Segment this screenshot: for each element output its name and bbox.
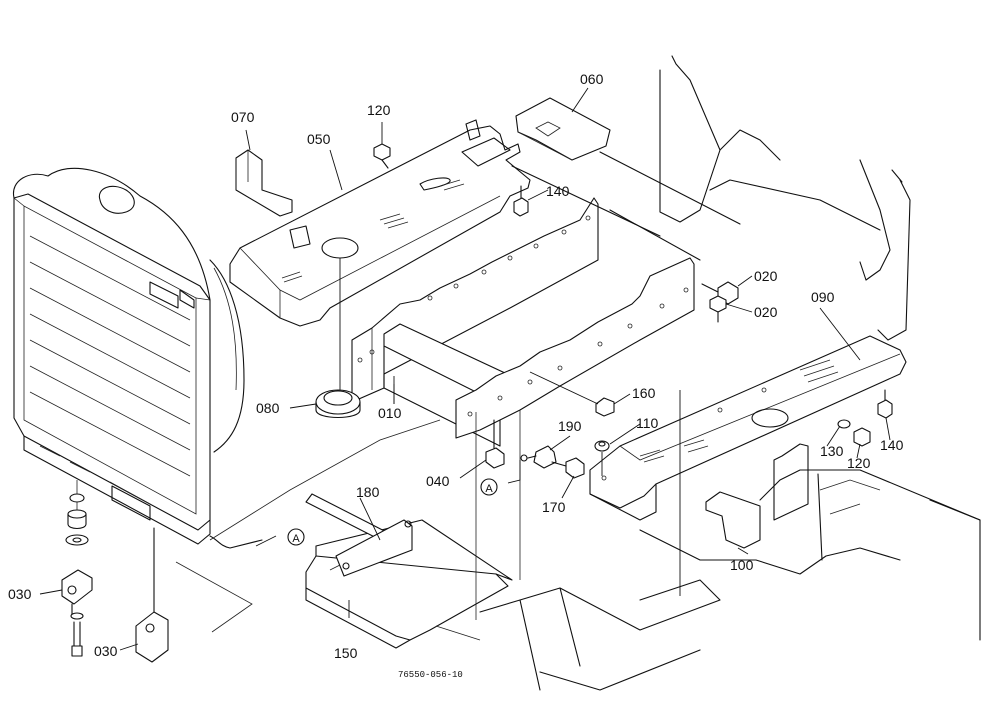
- callout-190: 190: [558, 418, 582, 434]
- callout-030-b: 030: [94, 643, 118, 659]
- pad-070: [235, 149, 293, 217]
- drawing-number: 76550-056-10: [398, 670, 463, 680]
- reference-a-upper: A: [480, 478, 498, 496]
- bolt-160: [529, 371, 615, 417]
- callout-110: 110: [636, 415, 659, 431]
- callout-150: 150: [334, 645, 358, 661]
- reference-a-upper-label: A: [485, 483, 493, 495]
- callout-180: 180: [356, 484, 380, 500]
- reference-a-lower-label: A: [292, 533, 300, 545]
- bolt-140-top: [513, 185, 529, 217]
- radiator: [13, 167, 263, 549]
- front-deck-090: [589, 307, 907, 596]
- bolt-170: [551, 457, 585, 479]
- projection-lines: [175, 410, 521, 641]
- callout-030-a: 030: [8, 586, 32, 602]
- stay-180: [305, 493, 413, 577]
- callout-080: 080: [256, 400, 280, 416]
- callout-100: 100: [730, 557, 754, 573]
- callout-140-right: 140: [880, 437, 904, 453]
- pad-100: [705, 491, 761, 549]
- cabin-frame-outline: [479, 55, 981, 691]
- callout-060: 060: [580, 71, 604, 87]
- callout-090: 090: [811, 289, 835, 305]
- bolt-140-right: [877, 389, 893, 419]
- washer-110: [594, 440, 610, 476]
- callout-040: 040: [426, 473, 450, 489]
- callout-140-top: 140: [546, 183, 570, 199]
- callout-070: 070: [231, 109, 255, 125]
- bolt-040: [485, 419, 505, 469]
- grommet-080: [315, 389, 361, 419]
- callout-160: 160: [632, 385, 656, 401]
- pipe-fitting-190: [520, 445, 557, 469]
- reference-a-lower: A: [287, 528, 305, 546]
- bolt-120-top: [373, 143, 391, 169]
- rubber-mount-stack: [61, 480, 93, 657]
- callout-020-a: 020: [754, 268, 778, 284]
- callout-050: 050: [307, 131, 331, 147]
- callout-120-top: 120: [367, 102, 391, 118]
- top-cover-050: [229, 119, 531, 390]
- callout-010: 010: [378, 405, 402, 421]
- main-frame-010: [351, 197, 695, 447]
- pad-060: [515, 97, 611, 161]
- callout-020-b: 020: [754, 304, 778, 320]
- callout-130: 130: [820, 443, 844, 459]
- callout-leaders: [39, 87, 891, 651]
- callout-170: 170: [542, 499, 566, 515]
- mount-bracket-030-lower: [135, 527, 169, 663]
- callout-labels: 070 050 120 060 140 020 020 090 080 010 …: [8, 71, 904, 661]
- callout-120-right: 120: [847, 455, 871, 471]
- washer-130: [837, 419, 851, 429]
- bolt-120-right: [853, 427, 871, 447]
- bolt-020-b: [709, 295, 727, 323]
